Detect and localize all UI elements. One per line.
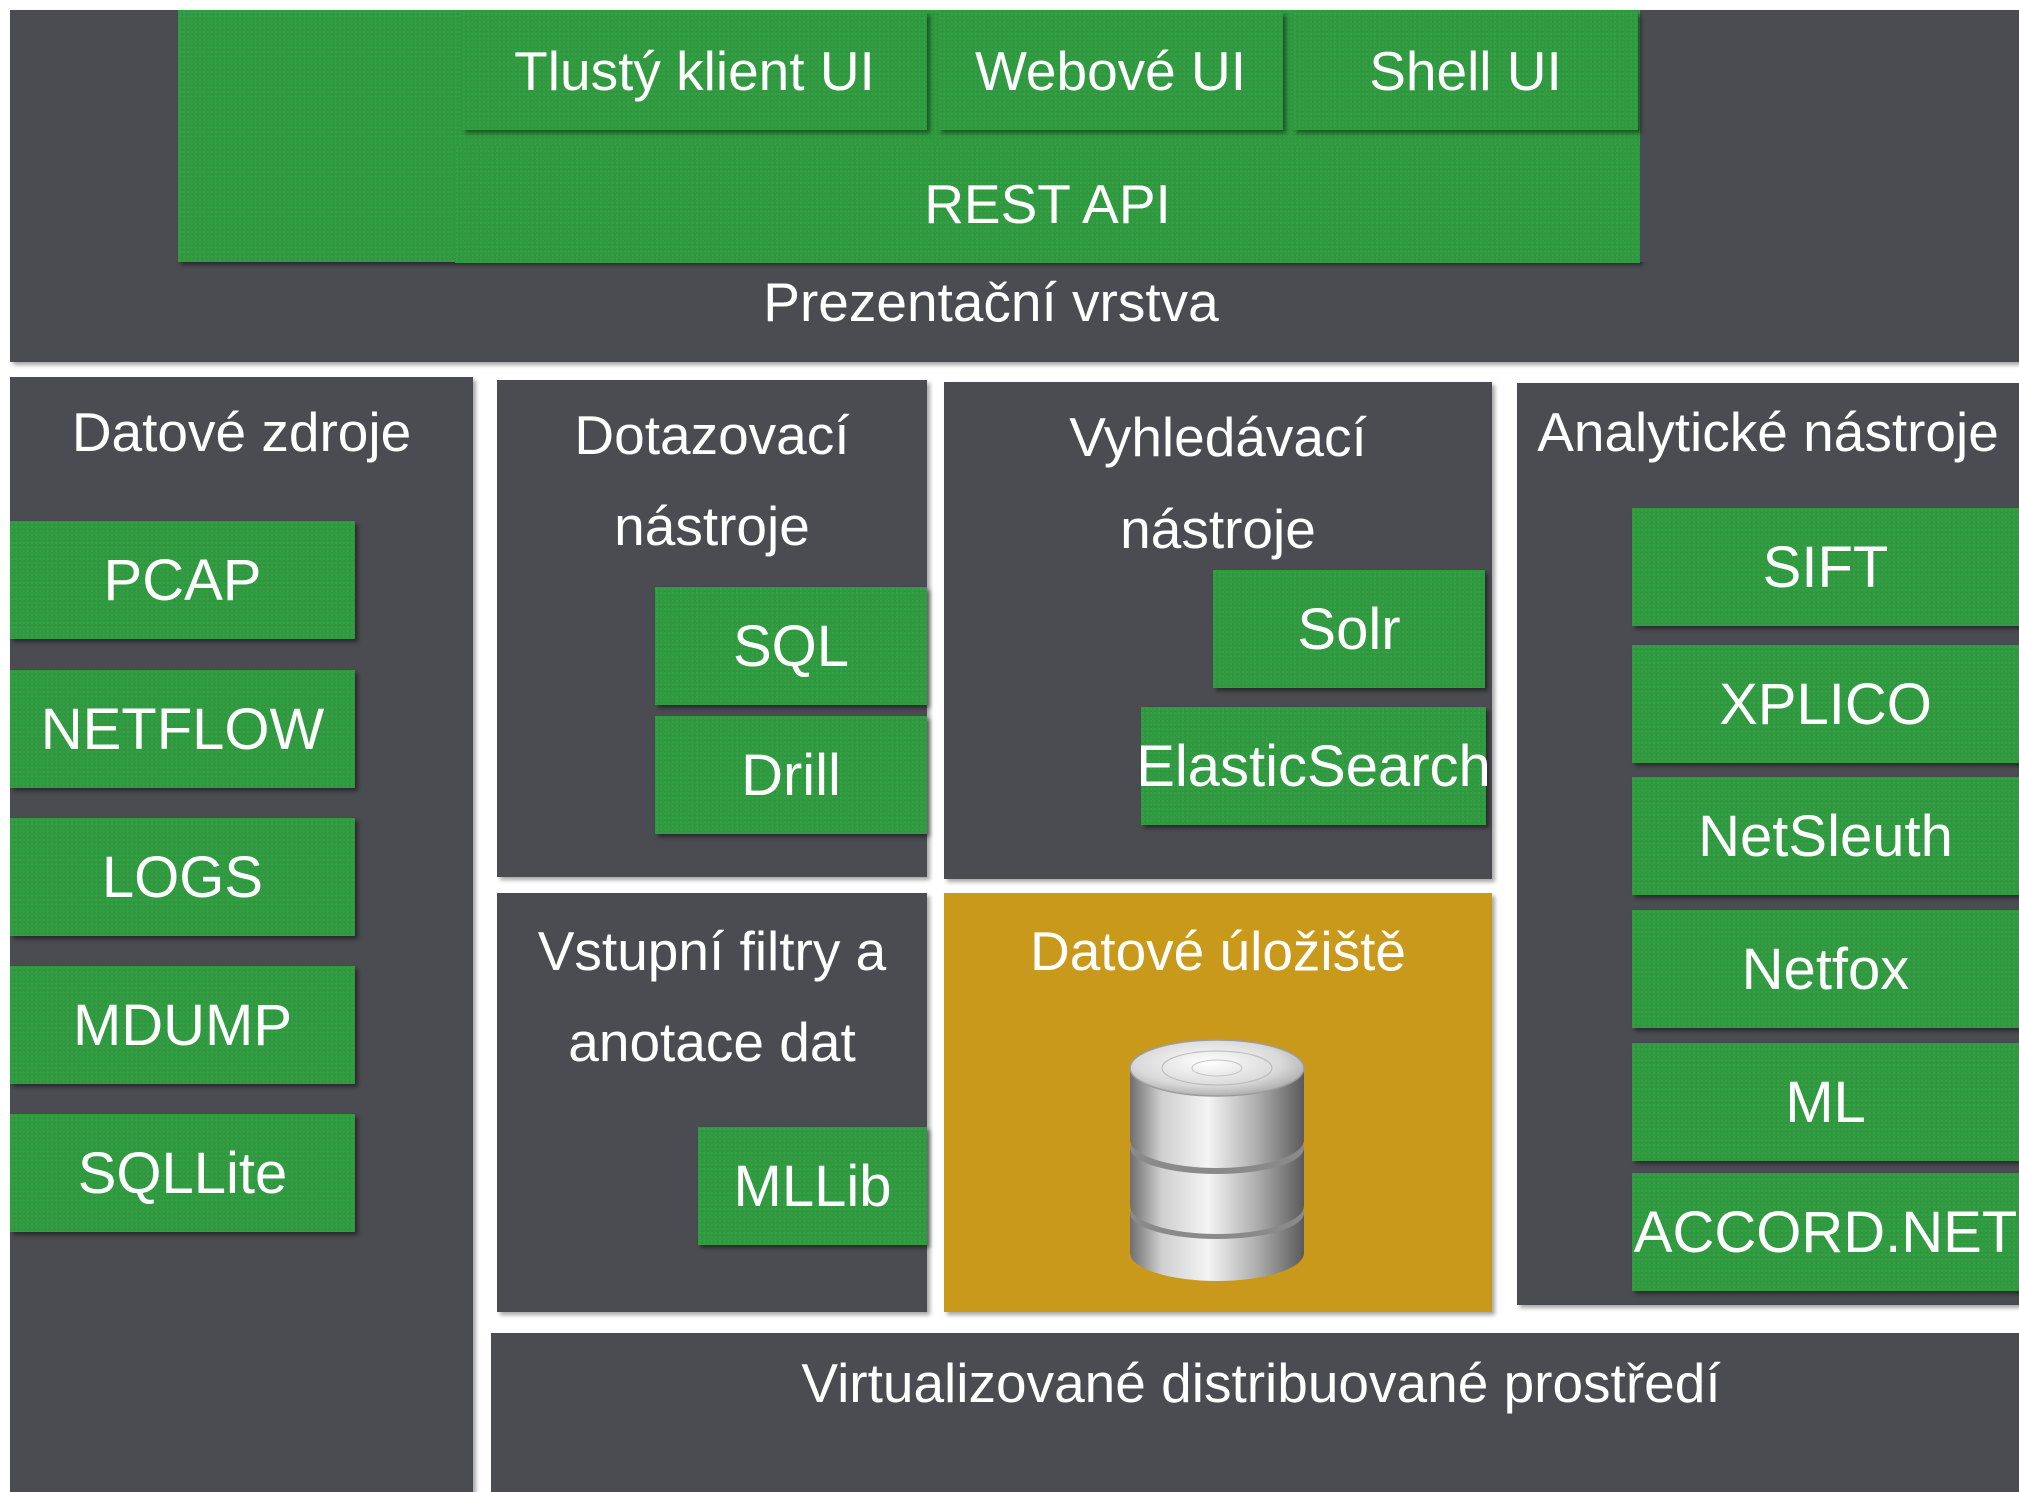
- source-sqllite-label: SQLLite: [77, 1140, 288, 1206]
- client-shell-ui-label: Shell UI: [1369, 40, 1562, 102]
- source-netflow-label: NETFLOW: [40, 696, 325, 762]
- search-solr: Solr: [1213, 570, 1485, 688]
- source-logs: LOGS: [10, 818, 355, 936]
- source-logs-label: LOGS: [101, 844, 264, 910]
- client-shell-ui: Shell UI: [1293, 12, 1638, 130]
- rest-api-label: REST API: [924, 173, 1171, 235]
- presentation-layer-label: Prezentační vrstva: [763, 271, 1219, 333]
- query-tools-title-line1: Dotazovací: [574, 404, 850, 466]
- filter-mllib: MLLib: [698, 1127, 927, 1245]
- analytic-accord-net-label: ACCORD.NET: [1633, 1199, 2018, 1265]
- analytic-xplico: XPLICO: [1632, 645, 2019, 763]
- search-tools-title-line1: Vyhledávací: [1069, 406, 1367, 468]
- analytic-netsleuth-label: NetSleuth: [1698, 803, 1953, 869]
- input-filters-title-line2: anotace dat: [568, 1011, 856, 1073]
- source-pcap: PCAP: [10, 521, 355, 639]
- analytic-accord-net: ACCORD.NET: [1632, 1173, 2019, 1291]
- data-storage-title: Datové úložiště: [1029, 920, 1407, 982]
- query-drill-label: Drill: [741, 742, 841, 808]
- input-filters-title-line1: Vstupní filtry a: [537, 920, 887, 982]
- analytic-ml-label: ML: [1785, 1069, 1866, 1135]
- query-sql: SQL: [655, 587, 927, 705]
- source-sqllite: SQLLite: [10, 1114, 355, 1232]
- query-sql-label: SQL: [732, 613, 850, 679]
- analytic-sift-label: SIFT: [1762, 534, 1889, 600]
- search-elasticsearch-label: ElasticSearch: [1136, 733, 1491, 799]
- client-thick-ui: Tlustý klient UI: [462, 12, 927, 130]
- query-drill: Drill: [655, 716, 927, 834]
- filter-mllib-label: MLLib: [733, 1153, 892, 1219]
- source-pcap-label: PCAP: [103, 547, 262, 613]
- search-elasticsearch: ElasticSearch: [1136, 707, 1491, 825]
- virtual-env-label: Virtualizované distribuované prostředí: [801, 1352, 1721, 1414]
- analytic-ml: ML: [1632, 1043, 2019, 1161]
- analytic-netfox-label: Netfox: [1741, 936, 1910, 1002]
- client-thick-ui-label: Tlustý klient UI: [514, 40, 875, 102]
- analytic-xplico-label: XPLICO: [1719, 671, 1932, 737]
- search-solr-label: Solr: [1297, 596, 1401, 662]
- analytic-tools-title: Analytické nástroje: [1537, 401, 1999, 463]
- client-web-ui-label: Webové UI: [974, 40, 1247, 102]
- client-web-ui: Webové UI: [938, 12, 1283, 130]
- data-sources-title: Datové zdroje: [71, 401, 412, 463]
- database-icon: [1129, 1039, 1305, 1281]
- query-tools-title-line2: nástroje: [614, 495, 810, 557]
- presentation-notch: [1640, 10, 2019, 262]
- source-mdump-label: MDUMP: [72, 992, 293, 1058]
- analytic-netsleuth: NetSleuth: [1632, 777, 2019, 895]
- search-tools-title-line2: nástroje: [1120, 498, 1316, 560]
- analytic-sift: SIFT: [1632, 508, 2019, 626]
- source-netflow: NETFLOW: [10, 670, 355, 788]
- analytic-netfox: Netfox: [1632, 910, 2019, 1028]
- source-mdump: MDUMP: [10, 966, 355, 1084]
- rest-api: REST API: [455, 145, 1640, 263]
- virtual-env-panel: [491, 1333, 2019, 1492]
